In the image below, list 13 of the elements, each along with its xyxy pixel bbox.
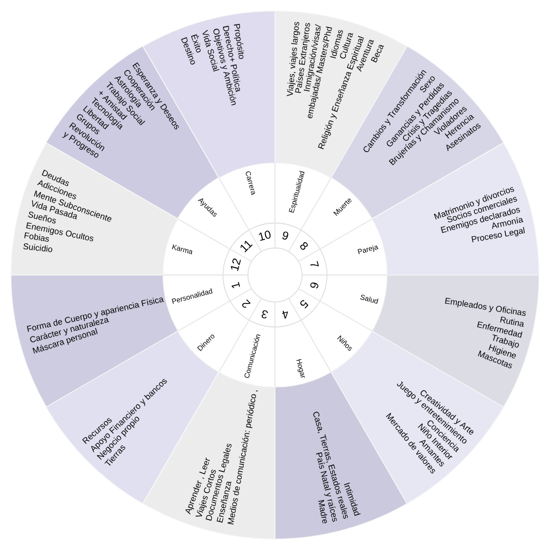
topic-text: Suicidio <box>22 242 53 256</box>
ring-number: 4 <box>280 307 290 320</box>
ring-number: 1 <box>230 280 243 290</box>
ring-number: 6 <box>307 280 320 290</box>
ring-number: 2 <box>240 296 254 310</box>
ring-number: 11 <box>238 238 256 256</box>
ring-number: 3 <box>260 307 270 320</box>
ring-number: 10 <box>257 230 272 244</box>
ring-number: 8 <box>296 240 310 254</box>
ring-number: 5 <box>296 296 310 310</box>
ring-number: 7 <box>307 260 320 270</box>
ring-number: 9 <box>280 230 290 243</box>
ring-number: 12 <box>230 257 244 272</box>
